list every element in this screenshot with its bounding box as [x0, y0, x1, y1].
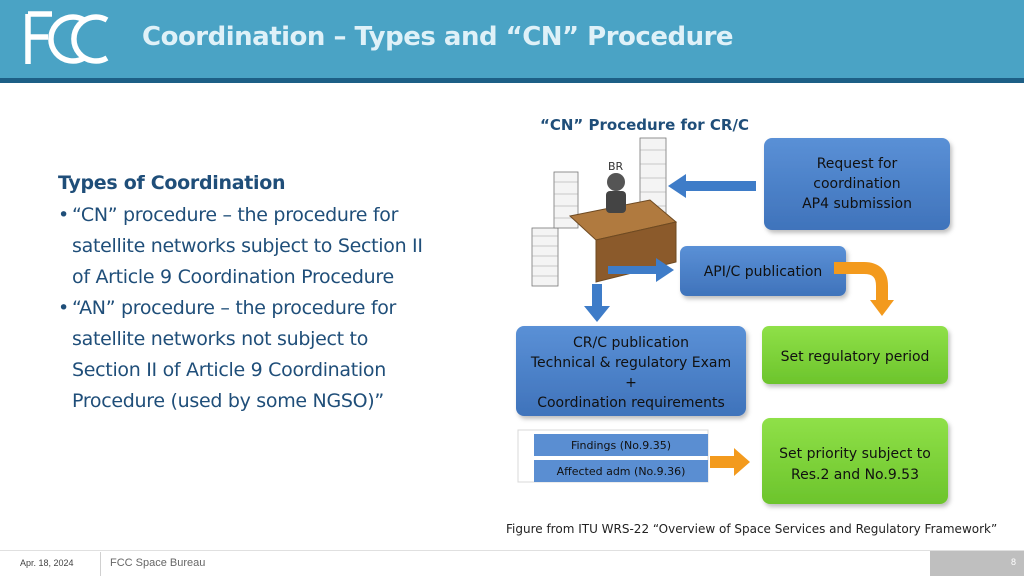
bullet-line: of Article 9 Coordination Procedure — [72, 266, 394, 288]
request-line-2: coordination — [813, 176, 900, 192]
crc-line-2: Technical & regulatory Exam — [530, 355, 731, 371]
br-label: BR — [608, 160, 624, 173]
arrow-to-api — [608, 258, 674, 282]
slide-title: Coordination – Types and “CN” Procedure — [142, 22, 734, 52]
regulatory-period-label: Set regulatory period — [781, 349, 930, 365]
crc-line-3: + — [625, 375, 637, 391]
priority-line-2: Res.2 and No.9.53 — [791, 467, 919, 483]
orange-curved-arrow — [834, 262, 894, 316]
header-bar — [0, 0, 1024, 78]
bullet-line: satellite networks not subject to — [72, 328, 369, 350]
bullet-line: Section II of Article 9 Coordination — [72, 359, 386, 381]
footer-date: Apr. 18, 2024 — [20, 558, 74, 568]
findings-label: Findings (No.9.35) — [571, 439, 671, 452]
types-heading: Types of Coordination — [58, 172, 286, 194]
desk-illustration: BR — [531, 137, 678, 287]
request-line-1: Request for — [817, 156, 898, 172]
affected-adm-box — [534, 460, 708, 482]
person-body — [606, 191, 626, 213]
figure-caption: Figure from ITU WRS-22 “Overview of Spac… — [506, 522, 998, 536]
paper-stack-left — [531, 227, 559, 287]
coordination-types-section: Types of Coordination “CN” procedure – t… — [58, 172, 498, 417]
page-number-box: 8 — [930, 551, 1024, 576]
affected-adm-label: Affected adm (No.9.36) — [557, 465, 686, 478]
footer-separator — [100, 552, 101, 576]
page-number: 8 — [1010, 557, 1016, 567]
findings-box — [534, 434, 708, 456]
arrow-to-priority — [710, 448, 750, 476]
fcc-logo — [25, 11, 109, 64]
bullet-line: “CN” procedure – the procedure for — [72, 204, 399, 226]
arrow-to-desk — [668, 174, 756, 198]
arrow-down-crc — [584, 284, 610, 322]
footer-divider — [0, 550, 1024, 551]
bullet-line: satellite networks subject to Section II — [72, 235, 423, 257]
crc-line-4: Coordination requirements — [537, 395, 725, 411]
priority-box — [762, 418, 948, 504]
api-publication-box — [680, 246, 846, 296]
bullet-line: “AN” procedure – the procedure for — [72, 297, 397, 319]
bullet-list: “CN” procedure – the procedure for satell… — [58, 200, 498, 417]
crc-line-1: CR/C publication — [573, 335, 689, 351]
figure-title: “CN” Procedure for CR/C — [540, 116, 749, 134]
cn-procedure-diagram: BR Request for coordination AP4 submissi… — [516, 137, 950, 504]
priority-line-1: Set priority subject to — [779, 446, 931, 462]
bullet-item: “AN” procedure – the procedure for satell… — [58, 293, 498, 417]
header-divider — [0, 78, 1024, 83]
api-publication-label: API/C publication — [704, 264, 823, 280]
footer-org: FCC Space Bureau — [110, 557, 206, 569]
request-line-3: AP4 submission — [802, 196, 912, 212]
bullet-line: Procedure (used by some NGSO)” — [72, 390, 384, 412]
person-head — [607, 173, 625, 191]
bullet-item: “CN” procedure – the procedure for satell… — [58, 200, 498, 293]
request-box — [764, 138, 950, 230]
crc-publication-box — [516, 326, 746, 416]
regulatory-period-box — [762, 326, 948, 384]
